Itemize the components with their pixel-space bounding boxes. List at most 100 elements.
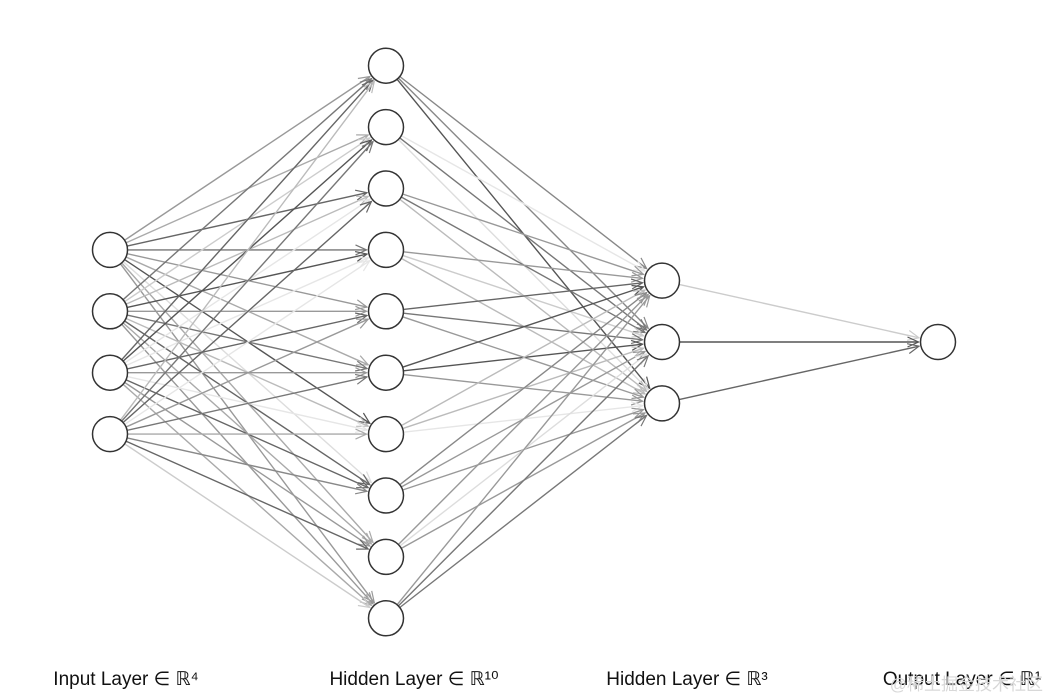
edge-arrowhead — [630, 271, 645, 283]
output-node-1 — [919, 323, 957, 361]
node-group — [91, 47, 957, 637]
edge-arrowhead — [354, 360, 369, 372]
hidden2-node-3 — [643, 385, 681, 422]
edge-arrowhead — [906, 343, 921, 354]
edge-line — [126, 437, 368, 492]
edge-line — [121, 79, 374, 361]
hidden2-node-2 — [643, 323, 681, 361]
edge-1-2-0 — [402, 193, 645, 277]
hidden1-node-2 — [367, 108, 405, 146]
edge-arrowhead — [354, 373, 369, 385]
input-node-1 — [91, 231, 129, 269]
edge-arrowhead — [631, 284, 645, 296]
edge-arrowhead — [631, 346, 645, 357]
edge-arrowhead — [359, 200, 373, 213]
edge-arrowhead — [632, 322, 647, 334]
edge-arrowhead — [361, 79, 374, 92]
edge-line — [402, 286, 644, 368]
edge-0-3-2 — [122, 200, 373, 424]
edge-arrowhead — [632, 383, 647, 395]
edge-line — [125, 440, 369, 550]
edge-0-3-8 — [125, 440, 370, 550]
edge-line — [678, 345, 920, 401]
edge-arrowhead — [634, 380, 648, 393]
edge-arrowhead — [363, 590, 376, 604]
edge-arrowhead — [356, 539, 370, 550]
hidden-layer-1-label: Hidden Layer ∈ ℝ¹⁰ — [329, 669, 499, 690]
edge-arrowhead — [634, 257, 648, 270]
edge-arrowhead — [354, 251, 369, 262]
edge-arrowhead — [357, 474, 372, 486]
edge-arrowhead — [631, 407, 645, 419]
watermark-text: @稀土掘金技术社区 — [889, 675, 1043, 694]
edge-arrowhead — [355, 244, 368, 256]
edge-arrowhead — [356, 195, 370, 206]
edge-1-9-2 — [399, 414, 648, 609]
edge-arrowhead — [630, 333, 645, 345]
edge-line — [678, 283, 920, 339]
edge-arrowhead — [632, 350, 647, 362]
edge-arrowhead — [356, 416, 370, 427]
edge-1-5-0 — [402, 284, 645, 368]
edge-arrowhead — [361, 140, 374, 154]
edge-arrowhead — [356, 355, 370, 366]
edge-line — [126, 376, 368, 431]
hidden1-node-7 — [367, 415, 405, 453]
edge-0-3-6 — [127, 428, 368, 440]
edge-line — [124, 260, 371, 425]
input-node-4 — [91, 415, 129, 453]
edge-line — [397, 355, 649, 607]
edge-line — [396, 295, 651, 606]
edge-0-3-3 — [124, 259, 372, 425]
edge-1-5-2 — [403, 373, 645, 406]
edge-arrowhead — [363, 80, 376, 94]
edge-arrowhead — [354, 189, 369, 201]
edge-0-3-1 — [121, 140, 374, 422]
edge-2-0-0 — [678, 283, 921, 341]
edge-0-0-0 — [124, 75, 372, 241]
edge-arrowhead — [630, 278, 645, 290]
edge-0-2-0 — [121, 79, 374, 361]
edge-1-3-0 — [403, 251, 645, 283]
input-node-2 — [91, 293, 129, 330]
hidden1-node-4 — [367, 231, 405, 269]
edge-0-1-0 — [122, 77, 373, 301]
hidden1-node-8 — [367, 477, 405, 514]
edge-arrowhead — [638, 294, 651, 308]
edge-arrowhead — [356, 134, 370, 145]
input-node-3 — [91, 354, 129, 391]
edge-1-8-0 — [397, 293, 650, 545]
hidden1-node-9 — [367, 538, 405, 576]
edge-0-3-7 — [126, 437, 369, 495]
edge-line — [403, 251, 643, 280]
edge-line — [119, 80, 375, 421]
edge-arrowhead — [906, 330, 921, 341]
edge-arrowhead — [356, 318, 370, 329]
edge-line — [397, 293, 649, 545]
edge-1-6-0 — [400, 289, 647, 427]
edge-arrowhead — [356, 478, 370, 489]
edge-0-3-0 — [119, 80, 376, 421]
edge-1-0-0 — [399, 75, 648, 270]
edge-line — [403, 282, 643, 311]
hidden1-node-6 — [367, 354, 405, 391]
edge-line — [122, 200, 372, 424]
edge-line — [124, 75, 371, 241]
edge-arrowhead — [354, 483, 369, 495]
edge-arrowhead — [631, 388, 645, 400]
edge-arrowhead — [630, 394, 645, 406]
edge-line — [402, 193, 644, 276]
edge-1-7-0 — [399, 291, 648, 486]
edge-0-3-4 — [125, 318, 370, 428]
input-layer-label: Input Layer ∈ ℝ⁴ — [53, 669, 199, 690]
hidden1-node-1 — [367, 47, 405, 84]
edge-arrowhead — [356, 257, 370, 268]
edge-line — [399, 414, 648, 609]
edge-arrowhead — [634, 319, 648, 331]
edge-arrowhead — [357, 535, 372, 547]
edge-line — [400, 289, 646, 427]
edge-arrowhead — [631, 265, 645, 277]
edge-arrowhead — [355, 367, 368, 379]
edge-arrowhead — [354, 299, 369, 311]
edge-arrowhead — [357, 412, 372, 425]
